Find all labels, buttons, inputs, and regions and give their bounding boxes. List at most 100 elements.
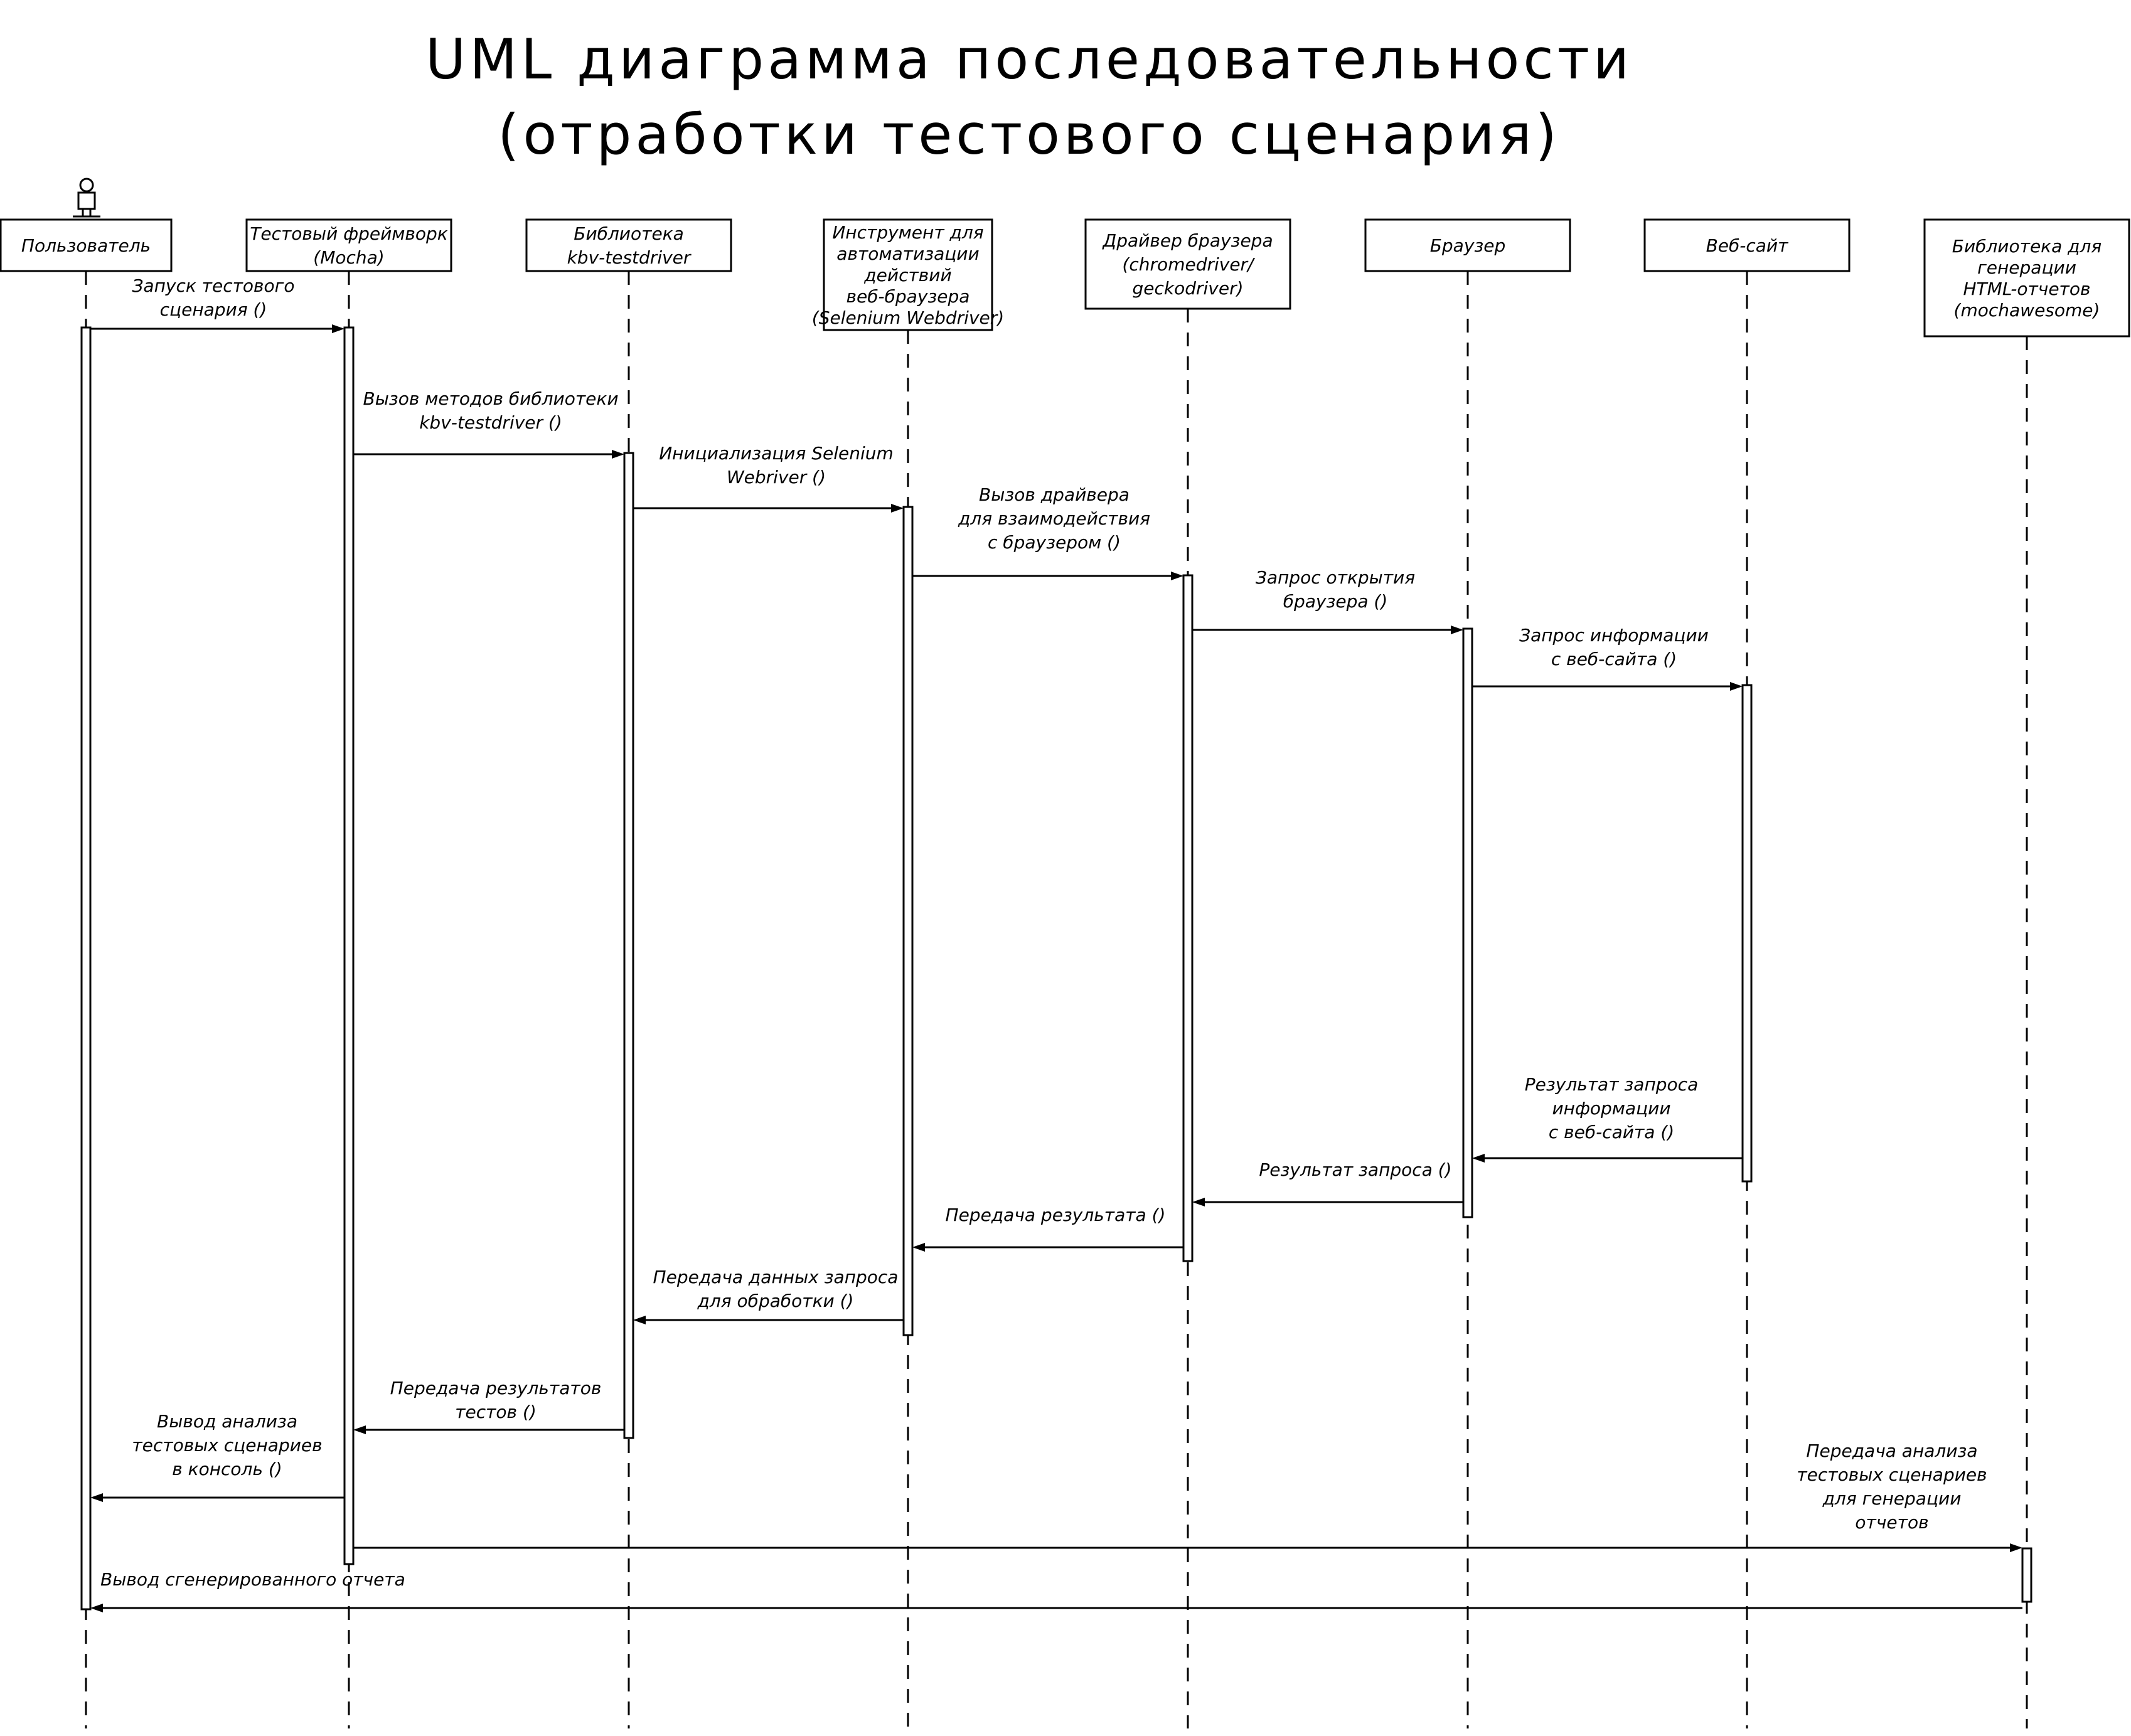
diagram-title-line-2: (отработки тестового сценария) — [498, 102, 1561, 167]
participant-box — [0, 218, 173, 272]
activation-bar-website — [1741, 684, 1753, 1183]
message-label: Вывод анализа — [157, 1411, 297, 1432]
activation-bar-kbv — [623, 452, 634, 1439]
participant-driver: Драйвер браузера (chromedriver/geckodrive… — [1084, 218, 1291, 310]
message-label: Передача данных запроса — [653, 1267, 899, 1287]
arrowhead-icon — [1730, 682, 1743, 691]
arrowhead-icon — [1472, 1154, 1485, 1163]
participant-label: (Selenium Webdriver) — [812, 307, 1004, 328]
message-label: для генерации — [1822, 1488, 1962, 1509]
arrowhead-icon — [2010, 1543, 2022, 1552]
message-4: Вызов драйвера для взаимодействия с браузе… — [912, 484, 1183, 580]
participant-label: geckodriver) — [1132, 278, 1243, 299]
message-label: Передача результата () — [946, 1205, 1166, 1225]
participant-label: автоматизации — [836, 243, 979, 264]
message-label: сценария () — [160, 299, 267, 320]
participant-label: HTML-отчетов — [1963, 279, 2091, 299]
message-label: kbv-testdriver () — [419, 412, 562, 433]
diagram-title-line-1: UML диаграмма последовательности — [425, 27, 1633, 92]
participant-label: Библиотека для — [1952, 236, 2102, 257]
message-label: отчетов — [1855, 1512, 1928, 1533]
message-label: Запрос информации — [1519, 625, 1709, 646]
arrowhead-icon — [90, 1493, 103, 1502]
participant-label: (Mocha) — [313, 247, 384, 268]
arrowhead-icon — [353, 1425, 366, 1434]
participant-box — [1364, 218, 1571, 272]
participant-mocha: Тестовый фреймворк (Mocha) — [245, 218, 452, 272]
message-label: Передача результатов — [390, 1378, 602, 1398]
message-label: Запуск тестового — [132, 275, 294, 296]
message-label: тестов () — [455, 1402, 537, 1422]
participant-box — [1084, 218, 1291, 310]
message-label: Вывод сгенерированного отчета — [100, 1569, 405, 1590]
message-label: с веб-сайта () — [1549, 1122, 1674, 1142]
participant-label: Браузер — [1430, 235, 1506, 256]
activation-bar-driver — [1182, 574, 1194, 1262]
participant-label: Драйвер браузера — [1101, 230, 1273, 251]
message-label: Вызов драйвера — [979, 484, 1130, 505]
message-label: с веб-сайта () — [1551, 649, 1677, 669]
arrowhead-icon — [1171, 572, 1183, 580]
participant-label: Инструмент для — [832, 222, 983, 243]
activation-bar-reporter — [2021, 1547, 2032, 1603]
message-label: тестовых сценариев — [132, 1435, 322, 1456]
participant-selenium: Инструмент дляавтоматизациидействийвеб-б… — [812, 218, 1004, 331]
participant-label: действий — [863, 265, 951, 285]
message-label: Webriver () — [727, 467, 826, 487]
participant-box — [823, 218, 993, 331]
arrowhead-icon — [1192, 1198, 1205, 1206]
message-label: Результат запроса — [1525, 1074, 1698, 1095]
message-14: Вывод сгенерированного отчета — [90, 1569, 2022, 1612]
participant-reporter: Библиотека длягенерацииHTML-отчетов(moch… — [1923, 218, 2130, 338]
activation-bar-mocha — [343, 326, 355, 1565]
arrowhead-icon — [1451, 626, 1463, 634]
activation-bar-user — [80, 326, 92, 1611]
participant-box — [1923, 218, 2130, 338]
participant-kbv: Библиотека kbv-testdriver — [525, 218, 732, 272]
activation-bar-selenium — [902, 506, 914, 1336]
message-label: Вызов методов библиотеки — [363, 388, 618, 409]
participant-label: kbv-testdriver — [567, 247, 692, 268]
message-label: браузера () — [1283, 591, 1388, 612]
message-label: информации — [1552, 1098, 1670, 1119]
message-label: в консоль () — [172, 1459, 282, 1479]
arrowhead-icon — [912, 1243, 925, 1252]
participant-label: Веб-сайт — [1706, 235, 1789, 256]
activation-bars — [80, 326, 2032, 1611]
message-7: Результат запроса информации с веб-сайта (… — [1472, 1074, 1743, 1163]
person-icon — [73, 178, 100, 218]
message-label: Результат запроса () — [1259, 1159, 1451, 1180]
arrowhead-icon — [633, 1316, 646, 1324]
messages: Запуск тестового сценария () Вызов методов… — [90, 275, 2022, 1612]
message-label: для взаимодействия — [958, 508, 1150, 529]
participant-label: (chromedriver/ — [1122, 254, 1255, 275]
arrowhead-icon — [90, 1604, 103, 1612]
arrowhead-icon — [891, 504, 904, 513]
participant-label: Пользователь — [21, 235, 151, 256]
message-8: Результат запроса () — [1192, 1159, 1463, 1206]
participant-box — [245, 218, 452, 272]
participant-user: Пользователь — [0, 218, 173, 272]
message-6: Запрос информации с веб-сайта () — [1472, 625, 1743, 691]
message-label: Передача анализа — [1806, 1440, 1977, 1461]
message-1: Запуск тестового сценария () — [90, 275, 344, 333]
participant-label: (mochawesome) — [1954, 300, 2100, 321]
message-label: Инициализация Selenium — [659, 443, 894, 464]
message-2: Вызов методов библиотеки kbv-testdriver (… — [353, 388, 624, 459]
message-label: с браузером () — [988, 532, 1121, 553]
participant-label: Тестовый фреймворк — [250, 223, 448, 244]
message-9: Передача результата () — [912, 1205, 1183, 1252]
arrowhead-icon — [332, 324, 344, 333]
participants: Пользователь Тестовый фреймворк (Mocha) Биб… — [0, 218, 2130, 338]
message-label: для обработки () — [697, 1291, 854, 1311]
participant-browser: Браузер — [1364, 218, 1571, 272]
participant-label: Библиотека — [574, 223, 684, 244]
message-12: Вывод анализа тестовых сценариев в консоль… — [90, 1411, 344, 1502]
participant-website: Веб-сайт — [1643, 218, 1851, 272]
participant-box — [525, 218, 732, 272]
